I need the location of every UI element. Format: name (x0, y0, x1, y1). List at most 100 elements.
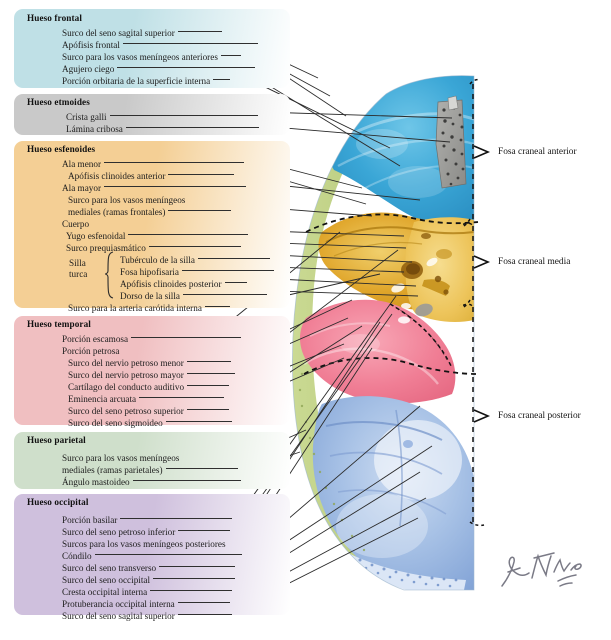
structure-label[interactable]: Surco para la arteria carótida interna (68, 302, 230, 313)
structure-label-text: Surcos para los vasos meníngeos posterio… (62, 538, 226, 549)
structure-label[interactable]: Ala mayor (62, 182, 247, 193)
leader-rule (165, 468, 238, 470)
leader-rule (131, 337, 242, 339)
structure-label[interactable]: Porción orbitaria de la superficie inter… (62, 75, 231, 86)
bone-group-temporal (14, 316, 290, 425)
structure-label-text: Surco para los vasos meníngeos (62, 452, 180, 463)
bone-group-title-ethmoid: Hueso etmoides (27, 97, 90, 107)
structure-label[interactable]: Fosa hipofisaria (120, 266, 274, 277)
structure-label[interactable]: Eminencia arcuata (68, 393, 225, 404)
structure-label-text: Surco para los vasos meníngeos anteriore… (62, 51, 218, 62)
leader-rule (177, 31, 222, 33)
structure-label[interactable]: Apófisis frontal (62, 39, 258, 50)
structure-label[interactable]: Agujero ciego (62, 63, 256, 74)
structure-label[interactable]: Yugo esfenoidal (66, 230, 249, 241)
structure-label[interactable]: Surco del seno occipital (62, 574, 236, 585)
bone-group-frontal (14, 9, 290, 88)
bone-group-title-frontal: Hueso frontal (27, 13, 82, 23)
leader-rule (186, 361, 231, 363)
leader-rule (139, 397, 225, 399)
structure-label[interactable]: Surco del nervio petroso menor (68, 357, 231, 368)
structure-label-text: Tubérculo de la silla (120, 254, 195, 265)
structure-label[interactable]: Surco del seno petroso inferior (62, 526, 231, 537)
leader-rule (104, 186, 247, 188)
leader-rule (104, 162, 245, 164)
structure-label[interactable]: Surco para los vasos meníngeos anteriore… (62, 51, 241, 62)
leader-rule (128, 234, 249, 236)
leader-rule (94, 554, 242, 556)
structure-label-text: Agujero ciego (62, 63, 115, 74)
structure-label[interactable]: Ángulo mastoideo (62, 476, 241, 487)
structure-label[interactable]: mediales (ramas frontales) (68, 206, 232, 217)
structure-label[interactable]: Crista galli (66, 111, 258, 122)
leader-rule (148, 246, 241, 248)
structure-label-text: Surco del seno sigmoideo (68, 417, 163, 428)
structure-label[interactable]: Apófisis clinoides posterior (120, 278, 247, 289)
leader-rule (117, 67, 256, 69)
fossa-label[interactable]: Fosa craneal anterior (498, 147, 577, 157)
bone-group-title-occipital: Hueso occipital (27, 497, 89, 507)
structure-label[interactable]: Cresta occipital interna (62, 586, 233, 597)
structure-label-text: Apófisis clinoides anterior (68, 170, 166, 181)
structure-label[interactable]: Lámina cribosa (66, 123, 259, 134)
structure-label[interactable]: Porción escamosa (62, 333, 242, 344)
structure-label-text: Cartílago del conducto auditivo (68, 381, 185, 392)
structure-label[interactable]: Porción basilar (62, 514, 233, 525)
structure-label[interactable]: Surco del nervio petroso mayor (68, 369, 235, 380)
structure-label[interactable]: Tubérculo de la silla (120, 254, 270, 265)
structure-label[interactable]: Ala menor (62, 158, 245, 169)
structure-label[interactable]: Surcos para los vasos meníngeos posterio… (62, 538, 226, 549)
structure-label-text: Apófisis frontal (62, 39, 120, 50)
leader-rule (220, 55, 241, 57)
leader-rule (204, 306, 230, 308)
structure-label[interactable]: Cuerpo (62, 218, 89, 229)
structure-label-text: Ala mayor (62, 182, 102, 193)
structure-label[interactable]: Protuberancia occipital interna (62, 598, 230, 609)
structure-label[interactable]: Surco del seno sigmoideo (68, 417, 232, 428)
structure-label[interactable]: Surco prequiasmático (66, 242, 241, 253)
structure-label-text: Surco para la arteria carótida interna (68, 302, 202, 313)
structure-label-text: Cuerpo (62, 218, 90, 229)
structure-label[interactable]: Porción petrosa (62, 345, 119, 356)
leader-rule (177, 602, 230, 604)
leader-rule (125, 127, 259, 129)
structure-label-text: Cóndilo (62, 550, 92, 561)
structure-label-text: Surco del nervio petroso mayor (68, 369, 184, 380)
structure-label-text: Eminencia arcuata (68, 393, 137, 404)
structure-label[interactable]: Surco para los vasos meníngeos (68, 194, 185, 205)
structure-label[interactable]: Surco del seno sagital superior (62, 27, 222, 38)
structure-label-text: Yugo esfenoidal (66, 230, 126, 241)
structure-label[interactable]: Surco del seno transverso (62, 562, 236, 573)
bone-group-sphenoid (14, 141, 290, 308)
structure-label-text: Fosa hipofisaria (120, 266, 179, 277)
structure-label-text: Cresta occipital interna (62, 586, 148, 597)
leader-rule (150, 590, 233, 592)
leader-rule (132, 480, 241, 482)
structure-label[interactable]: Surco para los vasos meníngeos (62, 452, 179, 463)
leader-rule (182, 294, 267, 296)
structure-label-text: Surco del seno occipital (62, 574, 151, 585)
structure-label[interactable]: Apófisis clinoides anterior (68, 170, 235, 181)
structure-label-text: Protuberancia occipital interna (62, 598, 175, 609)
leader-rule (213, 79, 231, 81)
leader-rule (168, 210, 232, 212)
structure-label-text: Porción escamosa (62, 333, 129, 344)
fossa-label[interactable]: Fosa craneal media (498, 257, 571, 267)
structure-label[interactable]: Dorso de la silla (120, 290, 267, 301)
structure-label[interactable]: Cóndilo (62, 550, 242, 561)
structure-label[interactable]: Cartílago del conducto auditivo (68, 381, 230, 392)
leader-rule (187, 385, 230, 387)
structure-label-text: Porción petrosa (62, 345, 120, 356)
structure-label[interactable]: mediales (ramas parietales) (62, 464, 238, 475)
fossa-label[interactable]: Fosa craneal posterior (498, 411, 581, 421)
leader-rule (197, 258, 270, 260)
leader-rule (224, 282, 247, 284)
structure-label[interactable]: Surco del seno sagital superior (62, 610, 232, 621)
leader-rule (109, 115, 258, 117)
structure-label-text: Surco del seno petroso inferior (62, 526, 176, 537)
structure-label-text: Surco del seno transverso (62, 562, 157, 573)
structure-label[interactable]: Surco del seno petroso superior (68, 405, 229, 416)
leader-rule (178, 530, 231, 532)
